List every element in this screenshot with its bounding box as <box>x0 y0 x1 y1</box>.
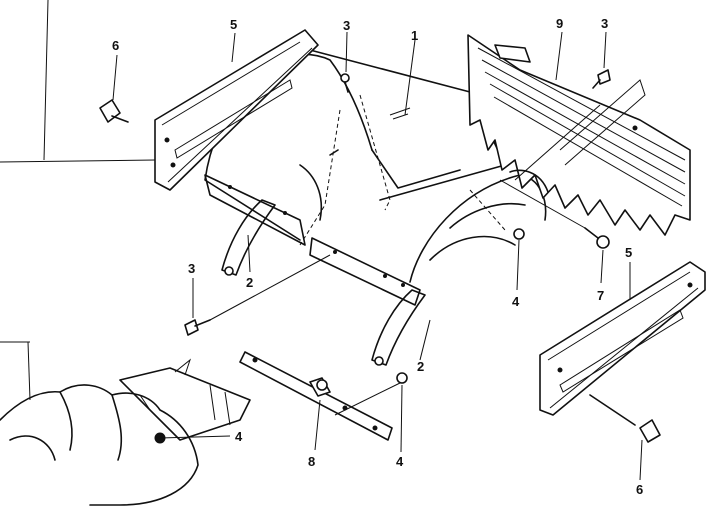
reference-lines <box>0 0 156 401</box>
screw-left-lower <box>184 254 331 336</box>
bolt-right <box>499 179 610 249</box>
callout-8: 8 <box>308 454 315 469</box>
nut-upper-right <box>513 228 525 240</box>
mounting-bar <box>239 351 401 441</box>
side-window-left <box>154 29 319 191</box>
callout-5-left: 5 <box>230 17 237 32</box>
spreader-arm-left <box>221 199 276 276</box>
callout-3-top-center: 3 <box>343 18 350 33</box>
callout-4-lower: 4 <box>396 454 404 469</box>
screw-top-right <box>592 69 611 89</box>
callout-labels: 1 2 2 3 3 3 4 4 4 5 5 6 6 7 8 9 <box>112 16 643 497</box>
wing-screw-right <box>589 394 661 443</box>
kickback-pawl-plate <box>467 34 691 236</box>
spreader-arm-right <box>371 289 426 366</box>
callout-7: 7 <box>597 288 604 303</box>
hand-illustration <box>0 358 251 506</box>
callout-4-right: 4 <box>512 294 520 309</box>
side-window-right <box>539 261 706 416</box>
callout-3-left: 3 <box>188 261 195 276</box>
leader-lines <box>112 31 643 481</box>
callout-2-left: 2 <box>246 275 253 290</box>
callout-6-right: 6 <box>636 482 643 497</box>
callout-1: 1 <box>411 28 418 43</box>
callout-4-hand: 4 <box>235 429 243 444</box>
nut-lower <box>396 372 408 384</box>
callout-9: 9 <box>556 16 563 31</box>
callout-6-left: 6 <box>112 38 119 53</box>
callout-3-top-right: 3 <box>601 16 608 31</box>
screw-top-center <box>340 73 350 93</box>
spreader-curve <box>299 149 339 221</box>
wing-screw-left <box>99 99 129 123</box>
callout-5-right: 5 <box>625 245 632 260</box>
callout-2-right: 2 <box>417 359 424 374</box>
